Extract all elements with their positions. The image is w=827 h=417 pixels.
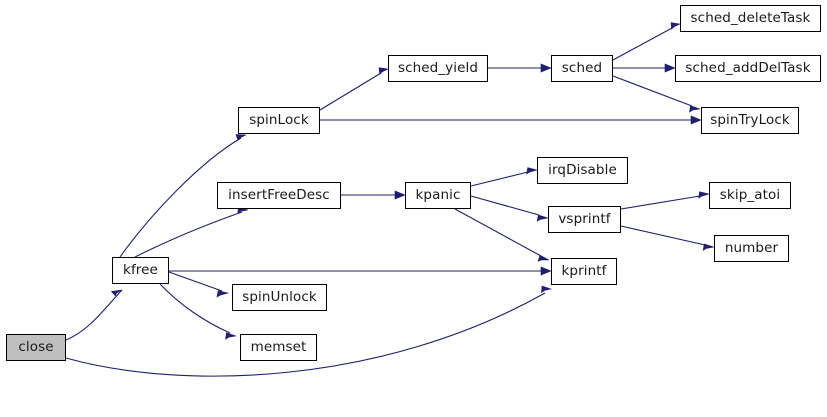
node-label: number (724, 239, 779, 256)
edge-kfree-to-insertFreeDesc (134, 206, 249, 258)
arrowhead-icon (689, 105, 701, 113)
node-spinTryLock[interactable]: spinTryLock (701, 107, 799, 134)
arrowhead-icon (664, 63, 676, 73)
edge-kpanic-to-vsprintf (470, 195, 549, 222)
node-kfree[interactable]: kfree (112, 257, 169, 284)
node-number[interactable]: number (714, 235, 789, 262)
node-sched[interactable]: sched (551, 55, 613, 82)
node-label: spinLock (249, 111, 309, 128)
edge-close-to-kfree (65, 289, 123, 341)
edge-kpanic-to-kprintf (454, 208, 550, 262)
arrowhead-icon (541, 285, 553, 294)
arrowhead-icon (394, 190, 406, 200)
node-sched_deleteTask[interactable]: sched_deleteTask (680, 5, 821, 32)
arrowhead-icon (540, 266, 552, 276)
node-label: irqDisable (548, 161, 617, 178)
edge-spinLock-to-sched_yield (319, 67, 390, 111)
arrowhead-icon (526, 167, 539, 175)
edge-sched_yield-to-sched (488, 63, 552, 73)
node-spinLock[interactable]: spinLock (238, 107, 320, 134)
arrowhead-icon (235, 134, 247, 142)
arrowhead-icon (540, 63, 552, 73)
node-label: kfree (123, 261, 158, 278)
edge-insertFreeDesc-to-kpanic (341, 190, 406, 200)
node-insertFreeDesc[interactable]: insertFreeDesc (217, 182, 341, 209)
edge-sched-to-sched_addDelTask (613, 63, 676, 73)
node-close[interactable]: close (6, 334, 66, 361)
node-label: sched_deleteTask (690, 9, 811, 26)
node-label: sched (561, 59, 603, 76)
edge-kfree-to-kprintf (169, 266, 552, 276)
edge-kfree-to-spinUnlock (168, 271, 230, 298)
node-label: kprintf (561, 262, 607, 279)
node-irqDisable[interactable]: irqDisable (537, 157, 628, 184)
node-sched_yield[interactable]: sched_yield (388, 55, 488, 82)
node-spinUnlock[interactable]: spinUnlock (232, 284, 327, 311)
edge-kpanic-to-irqDisable (470, 167, 539, 187)
arrowhead-icon (670, 22, 682, 30)
node-label: spinUnlock (242, 288, 317, 305)
arrowhead-icon (690, 115, 702, 125)
node-sched_addDelTask[interactable]: sched_addDelTask (675, 55, 821, 82)
edge-close-to-kprintf (65, 285, 553, 377)
arrowhead-icon (216, 290, 230, 298)
node-vsprintf[interactable]: vsprintf (548, 206, 621, 233)
edge-sched-to-sched_deleteTask (612, 22, 682, 61)
arrowhead-icon (110, 289, 123, 297)
node-label: sched_yield (397, 59, 479, 76)
edge-kfree-to-spinLock (119, 134, 247, 258)
node-label: insertFreeDesc (228, 186, 330, 203)
node-kprintf[interactable]: kprintf (551, 258, 617, 285)
node-label: kpanic (415, 186, 461, 203)
edge-vsprintf-to-skip_atoi (620, 191, 711, 210)
arrowhead-icon (225, 332, 237, 340)
node-label: close (18, 338, 54, 355)
node-memset[interactable]: memset (240, 334, 317, 361)
arrowhead-icon (378, 67, 390, 75)
node-skip_atoi[interactable]: skip_atoi (709, 182, 791, 209)
arrowhead-icon (536, 214, 549, 222)
node-label: spinTryLock (710, 111, 790, 128)
node-label: memset (250, 338, 307, 355)
arrowhead-icon (702, 243, 715, 251)
arrowhead-icon (537, 254, 550, 262)
edge-spinLock-to-spinTryLock (320, 115, 702, 125)
arrowhead-icon (698, 191, 711, 199)
node-label: skip_atoi (719, 186, 781, 203)
edge-sched-to-spinTryLock (612, 75, 701, 113)
node-kpanic[interactable]: kpanic (405, 182, 471, 209)
edge-vsprintf-to-number (620, 225, 715, 251)
node-label: vsprintf (558, 210, 611, 227)
node-label: sched_addDelTask (685, 59, 811, 76)
edge-kfree-to-memset (159, 283, 237, 340)
